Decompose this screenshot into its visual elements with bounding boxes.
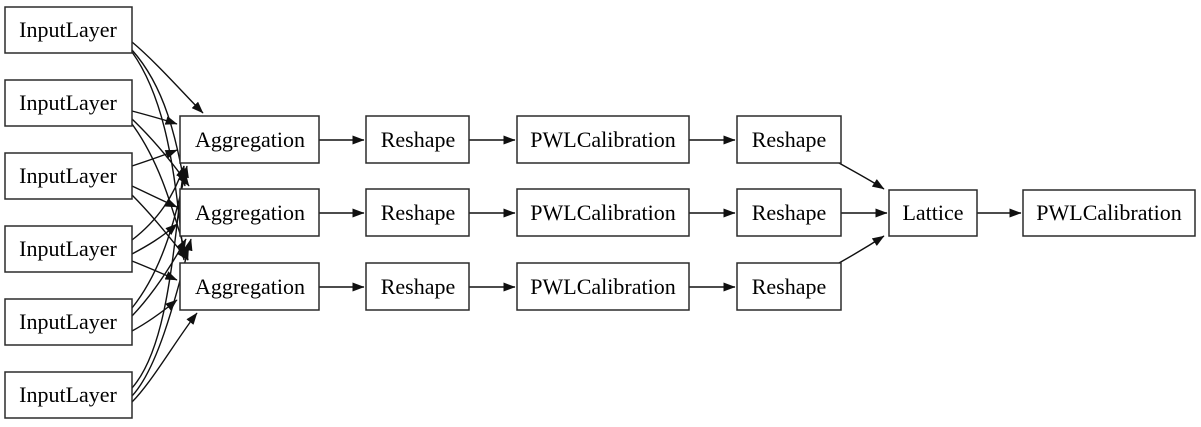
node-box	[4, 225, 133, 273]
edge-input6-agg3	[131, 312, 198, 403]
edge-input1-agg1	[131, 41, 204, 114]
edge-input4-agg3	[131, 260, 178, 281]
edge-input4-agg2	[131, 223, 178, 255]
node-box	[179, 262, 320, 311]
node-label: PWLCalibration	[1036, 200, 1181, 225]
node-input3: InputLayer	[4, 152, 133, 200]
edge-reshape_b3-lattice	[838, 235, 885, 264]
node-pwlcalibration2: PWLCalibration	[516, 188, 690, 237]
node-box	[4, 371, 133, 419]
edge-input6-agg2	[131, 238, 193, 397]
node-label: InputLayer	[19, 382, 117, 407]
edge-input6-agg1	[131, 165, 187, 389]
node-input1: InputLayer	[4, 6, 133, 54]
node-label: InputLayer	[19, 163, 117, 188]
node-reshape-b3: Reshape	[736, 262, 842, 311]
node-box	[365, 262, 470, 311]
node-label: Reshape	[752, 127, 827, 152]
edge-input3-agg1	[131, 149, 178, 167]
node-aggregation2: Aggregation	[179, 188, 320, 237]
node-box	[365, 115, 470, 164]
node-reshape-b2: Reshape	[736, 188, 842, 237]
node-label: Aggregation	[195, 200, 305, 225]
node-label: PWLCalibration	[530, 274, 675, 299]
edge-input3-agg2	[131, 185, 178, 208]
node-label: Aggregation	[195, 127, 305, 152]
node-aggregation3: Aggregation	[179, 262, 320, 311]
node-input2: InputLayer	[4, 79, 133, 127]
node-pwlcalibration1: PWLCalibration	[516, 115, 690, 164]
node-lattice: Lattice	[888, 189, 978, 237]
node-reshape-a1: Reshape	[365, 115, 470, 164]
node-label: Reshape	[381, 200, 456, 225]
node-box	[736, 262, 842, 311]
node-label: Aggregation	[195, 274, 305, 299]
node-label: PWLCalibration	[530, 200, 675, 225]
node-reshape-a2: Reshape	[365, 188, 470, 237]
node-pwlcalibration-out: PWLCalibration	[1022, 189, 1196, 237]
node-label: Reshape	[381, 274, 456, 299]
node-box	[179, 115, 320, 164]
node-box	[888, 189, 978, 237]
node-label: Lattice	[902, 200, 963, 225]
node-pwlcalibration3: PWLCalibration	[516, 262, 690, 311]
node-label: InputLayer	[19, 309, 117, 334]
node-box	[516, 188, 690, 237]
node-input5: InputLayer	[4, 298, 133, 346]
edge-layer	[131, 41, 1022, 403]
node-aggregation1: Aggregation	[179, 115, 320, 164]
node-box	[4, 152, 133, 200]
node-box	[1022, 189, 1196, 237]
node-label: InputLayer	[19, 236, 117, 261]
node-label: InputLayer	[19, 17, 117, 42]
node-box	[736, 115, 842, 164]
node-label: Reshape	[752, 274, 827, 299]
edge-input5-agg1	[131, 165, 189, 309]
node-box	[4, 79, 133, 127]
node-box	[516, 115, 690, 164]
node-reshape-b1: Reshape	[736, 115, 842, 164]
node-box	[4, 298, 133, 346]
node-label: Reshape	[381, 127, 456, 152]
edge-input2-agg1	[131, 110, 178, 125]
node-box	[736, 188, 842, 237]
node-input4: InputLayer	[4, 225, 133, 273]
node-box	[516, 262, 690, 311]
node-box	[4, 6, 133, 54]
node-label: Reshape	[752, 200, 827, 225]
node-input6: InputLayer	[4, 371, 133, 419]
node-box	[365, 188, 470, 237]
node-label: PWLCalibration	[530, 127, 675, 152]
node-box	[179, 188, 320, 237]
edge-input5-agg2	[131, 238, 187, 317]
edge-reshape_b1-lattice	[838, 162, 885, 190]
edge-input3-agg3	[131, 194, 189, 261]
node-label: InputLayer	[19, 90, 117, 115]
node-reshape-a3: Reshape	[365, 262, 470, 311]
